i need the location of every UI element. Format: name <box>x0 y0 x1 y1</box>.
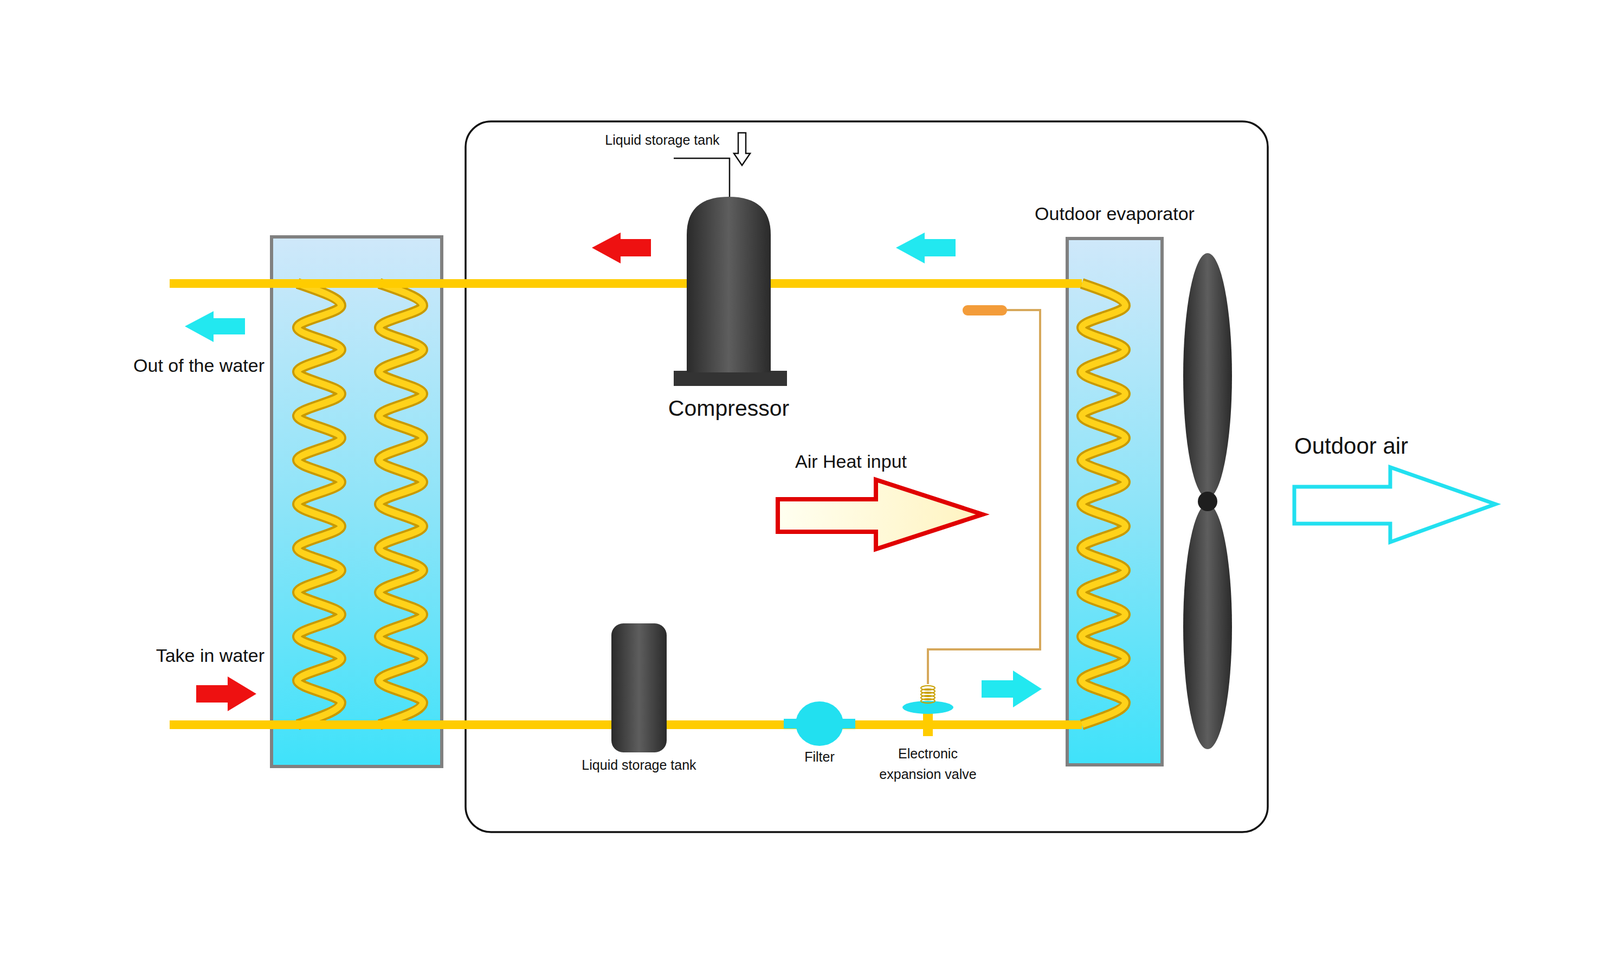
component-label: Outdoor evaporator <box>1034 202 1195 225</box>
fan-blade <box>1183 253 1232 499</box>
refrigerant-pipe <box>855 720 903 729</box>
fan-blade <box>1183 504 1232 750</box>
refrigerant-pipe <box>770 279 1066 288</box>
compressor-base <box>673 370 787 386</box>
coil-outline <box>379 283 423 725</box>
water-out-arrow <box>184 311 245 343</box>
cold-flow-arrow <box>981 670 1042 708</box>
exchanger-coils <box>297 283 423 725</box>
inlet-arrow <box>733 132 751 166</box>
refrigerant-pipe <box>666 720 784 729</box>
sensor-bulb <box>962 305 1008 316</box>
coil-tube <box>297 283 341 725</box>
filter-shape <box>783 700 856 747</box>
top-pipe <box>169 279 1085 288</box>
evaporator-box <box>1067 238 1163 765</box>
liquid-storage-tank: Liquid storage tank <box>581 623 696 773</box>
refrigerant-pipe <box>953 720 1066 729</box>
shape <box>1065 236 1164 767</box>
shape <box>783 700 856 747</box>
coil-tube <box>1081 283 1126 725</box>
label-group: Electronic expansion valve <box>871 743 985 785</box>
label-group: Compressor <box>668 395 790 422</box>
compressor: Compressor <box>668 196 790 422</box>
coil-tube <box>379 283 423 725</box>
compressor-body <box>686 196 771 373</box>
valve-coil <box>920 698 935 703</box>
coil-outline <box>1081 283 1126 725</box>
label-group: Outdoor evaporator <box>1034 202 1195 225</box>
filter-body <box>795 701 844 746</box>
part-label: Out of the water <box>133 354 265 377</box>
filter: Filter <box>783 700 856 765</box>
air-out-arrow <box>1294 467 1496 543</box>
expansion-valve-shape <box>902 685 954 737</box>
part-label: Take in water <box>156 644 265 667</box>
shape <box>902 685 954 737</box>
part-label: Outdoor air <box>1294 432 1409 460</box>
expansion-valve: Electronic expansion valve <box>871 685 985 785</box>
cold-flow-arrow <box>895 232 956 264</box>
heat-input-arrow <box>777 479 983 550</box>
part-label: Liquid storage tank <box>604 131 720 148</box>
water-in-arrow <box>196 676 257 712</box>
component-label: Liquid storage tank <box>581 756 696 773</box>
shape <box>686 196 771 373</box>
component-label: Filter <box>804 748 835 765</box>
outdoor-evaporator-shape <box>1065 236 1164 767</box>
label-group: Liquid storage tank <box>581 756 696 773</box>
label-group: Filter <box>804 748 835 765</box>
hot-flow-arrow <box>591 232 651 264</box>
liquid-storage-tank-shape <box>611 623 667 753</box>
leader-line <box>673 158 730 197</box>
fan-hub <box>1197 491 1218 512</box>
outdoor-evaporator: Outdoor evaporator <box>1034 202 1195 767</box>
shape <box>611 623 667 753</box>
compressor-shape <box>686 196 771 373</box>
part-label: Air Heat input <box>795 450 907 473</box>
tank-body <box>611 623 667 753</box>
component-label: Electronic expansion valve <box>871 743 985 785</box>
component-label: Compressor <box>668 395 790 422</box>
water-heat-exchanger <box>271 236 442 767</box>
coil-outline <box>297 283 341 725</box>
sensor-tube <box>927 310 1041 685</box>
